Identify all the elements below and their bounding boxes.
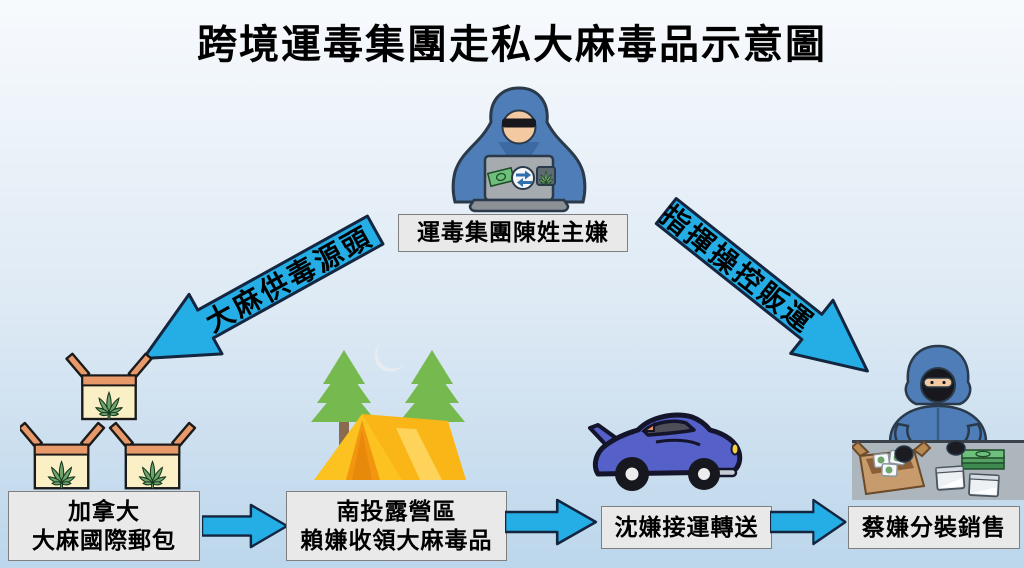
courier-label: 沈嫌接運轉送	[601, 506, 772, 549]
mastermind-label: 運毒集團陳姓主嫌	[398, 214, 628, 252]
campsite-label: 南投露營區 賴嫌收領大麻毒品	[286, 491, 507, 561]
masked-dealer-packing-icon	[852, 340, 1024, 500]
hacker-illustration	[451, 86, 587, 213]
night-campsite-tent-icon	[296, 328, 478, 490]
supply-arrow: 大麻供毒源頭	[121, 197, 395, 394]
campsite-label-line1: 南投露營區	[336, 498, 457, 524]
cannabis-parcel-boxes-icon	[20, 350, 198, 490]
command-arrow-shape	[654, 197, 869, 373]
money-stack-icon	[961, 449, 1005, 470]
zip-baggie-icon	[935, 465, 966, 491]
car-illustration	[588, 412, 743, 491]
flow-arrow-campsite-to-courier	[505, 498, 599, 546]
supply-arrow-shape	[141, 214, 385, 361]
flow-arrow-source-to-campsite	[202, 503, 290, 549]
dealer-label: 蔡嫌分裝銷售	[848, 506, 1020, 549]
flow-arrow-courier-to-dealer	[770, 498, 848, 546]
dealer-label-text: 蔡嫌分裝銷售	[862, 514, 1006, 540]
source-label-line1: 加拿大	[68, 498, 140, 524]
zip-baggie-icon	[968, 473, 1000, 498]
source-label: 加拿大 大麻國際郵包	[8, 491, 200, 561]
command-arrow-label: 指揮操控販運	[654, 200, 820, 341]
campsite-illustration	[311, 342, 466, 480]
dealer-illustration	[852, 344, 1024, 500]
campsite-label-line2: 賴嫌收領大麻毒品	[300, 528, 493, 553]
blue-sports-car-icon	[586, 400, 748, 498]
hooded-hacker-laptop-icon	[438, 82, 600, 214]
diagram-title: 跨境運毒集團走私大麻毒品示意圖	[197, 22, 827, 67]
command-arrow: 指揮操控販運	[642, 181, 895, 403]
crescent-moon-icon	[374, 342, 404, 372]
boxes-illustration	[20, 350, 198, 490]
mastermind-label-text: 運毒集團陳姓主嫌	[417, 220, 609, 246]
courier-label-text: 沈嫌接運轉送	[614, 514, 759, 540]
source-label-line2: 大麻國際郵包	[32, 528, 176, 553]
